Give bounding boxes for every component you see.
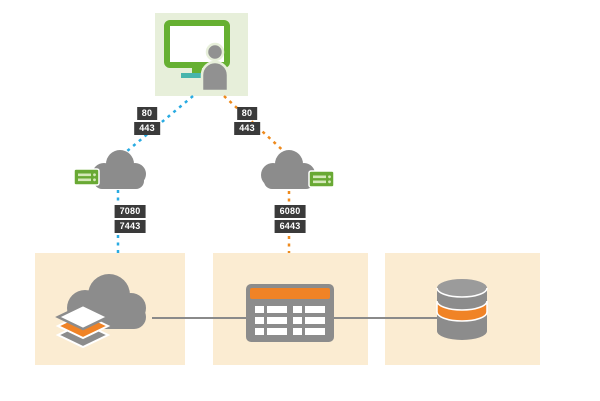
port-chip: 6443 — [274, 220, 306, 233]
database-icon — [436, 279, 488, 340]
port-chip: 7443 — [114, 220, 146, 233]
person-icon — [200, 42, 230, 93]
right-proxy-cloud-icon — [261, 150, 335, 189]
port-chip: 7080 — [114, 205, 146, 218]
server-slots — [255, 306, 325, 335]
port-chip: 443 — [234, 122, 260, 135]
port-chip: 80 — [236, 107, 258, 120]
cloud-icon — [261, 150, 315, 189]
server-ports: 6080 6443 — [274, 205, 306, 233]
right-web-ports: 80 443 — [234, 107, 260, 135]
client-workstation-icon — [164, 20, 230, 93]
server-rack-icon — [246, 284, 334, 342]
portal-ports: 7080 7443 — [114, 205, 146, 233]
load-balancer-icon — [73, 168, 100, 186]
portal-cloud-icon — [55, 274, 146, 349]
client-node-box — [155, 13, 248, 96]
cloud-icon — [92, 150, 146, 189]
port-chip: 443 — [134, 122, 160, 135]
port-chip: 6080 — [274, 205, 306, 218]
load-balancer-icon — [308, 170, 335, 188]
left-proxy-cloud-icon — [73, 150, 146, 189]
layers-icon — [55, 303, 111, 349]
port-chip: 80 — [136, 107, 158, 120]
left-web-ports: 80 443 — [134, 107, 160, 135]
